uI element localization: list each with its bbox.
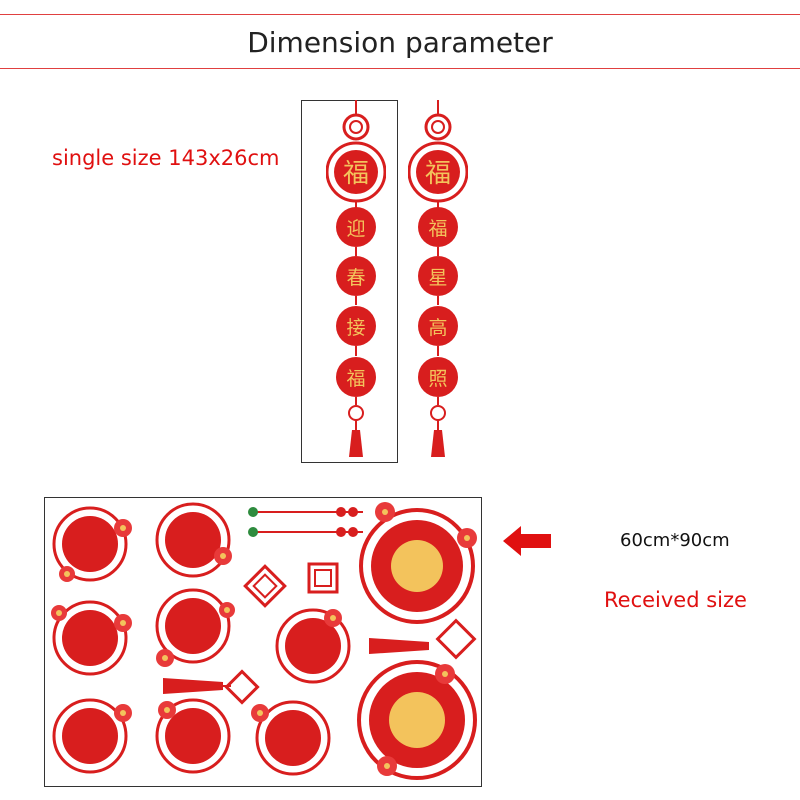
arrow-left-icon bbox=[503, 526, 551, 556]
sticker-lantern bbox=[51, 600, 132, 676]
tassel-icon bbox=[348, 397, 364, 457]
single-size-label: single size 143x26cm bbox=[52, 146, 280, 170]
sticker-lantern bbox=[155, 588, 235, 667]
lantern-4: 照 bbox=[418, 346, 458, 397]
couplet-strip-right: 福 福 星 高 照 bbox=[408, 100, 468, 457]
lantern-2: 星 bbox=[418, 247, 458, 296]
chinese-knot-icon bbox=[342, 100, 370, 141]
tassel-icon bbox=[430, 397, 446, 457]
chinese-knot-icon bbox=[424, 100, 452, 141]
couplet-left-char-1: 迎 bbox=[346, 218, 365, 240]
fu-medallion bbox=[357, 660, 477, 780]
lantern-1: 迎 bbox=[336, 201, 376, 247]
mini-couplet-strips bbox=[248, 507, 363, 537]
lantern-3: 接 bbox=[336, 296, 376, 346]
lantern-2: 春 bbox=[336, 247, 376, 296]
sticker-lantern bbox=[275, 608, 351, 684]
title-divider bbox=[0, 68, 800, 69]
lantern-4: 福 bbox=[336, 346, 376, 397]
fu-medallion: 福 bbox=[408, 141, 468, 203]
couplet-right-char-4: 照 bbox=[428, 368, 447, 390]
fu-medallion bbox=[359, 502, 477, 624]
couplet-strip-left: 福 迎 春 接 福 bbox=[326, 100, 386, 457]
sticker-sheet-art bbox=[51, 502, 477, 780]
tassel-icon bbox=[369, 638, 429, 654]
sticker-lantern bbox=[52, 698, 132, 774]
couplet-right-char-2: 星 bbox=[428, 267, 447, 289]
couplet-right-char-1: 福 bbox=[428, 218, 447, 240]
couplet-left-char-3: 接 bbox=[346, 317, 365, 339]
couplet-right-char-3: 高 bbox=[428, 317, 447, 339]
fu-medallion: 福 bbox=[326, 141, 386, 203]
received-size-label: Received size bbox=[604, 588, 747, 612]
chinese-knot-icon bbox=[224, 669, 260, 705]
page-title: Dimension parameter bbox=[247, 26, 553, 59]
chinese-knot-icon bbox=[435, 618, 477, 660]
sticker-lantern bbox=[155, 698, 231, 774]
sticker-lantern bbox=[251, 700, 331, 776]
couplet-left-char-0: 福 bbox=[343, 159, 369, 189]
sheet-dimension: 60cm*90cm bbox=[620, 530, 730, 551]
couplet-right-char-0: 福 bbox=[425, 159, 451, 189]
couplet-left-char-4: 福 bbox=[346, 368, 365, 390]
sticker-lantern bbox=[155, 502, 232, 578]
sticker-sheet bbox=[44, 497, 482, 787]
single-strip-frame bbox=[301, 100, 398, 463]
chinese-knot-icon bbox=[307, 562, 339, 594]
lantern-1: 福 bbox=[418, 201, 458, 247]
top-divider bbox=[0, 14, 800, 15]
couplet-left-char-2: 春 bbox=[346, 267, 365, 289]
lantern-3: 高 bbox=[418, 296, 458, 346]
chinese-knot-icon bbox=[243, 564, 287, 608]
tassel-icon bbox=[163, 678, 231, 694]
sticker-lantern bbox=[52, 506, 132, 582]
